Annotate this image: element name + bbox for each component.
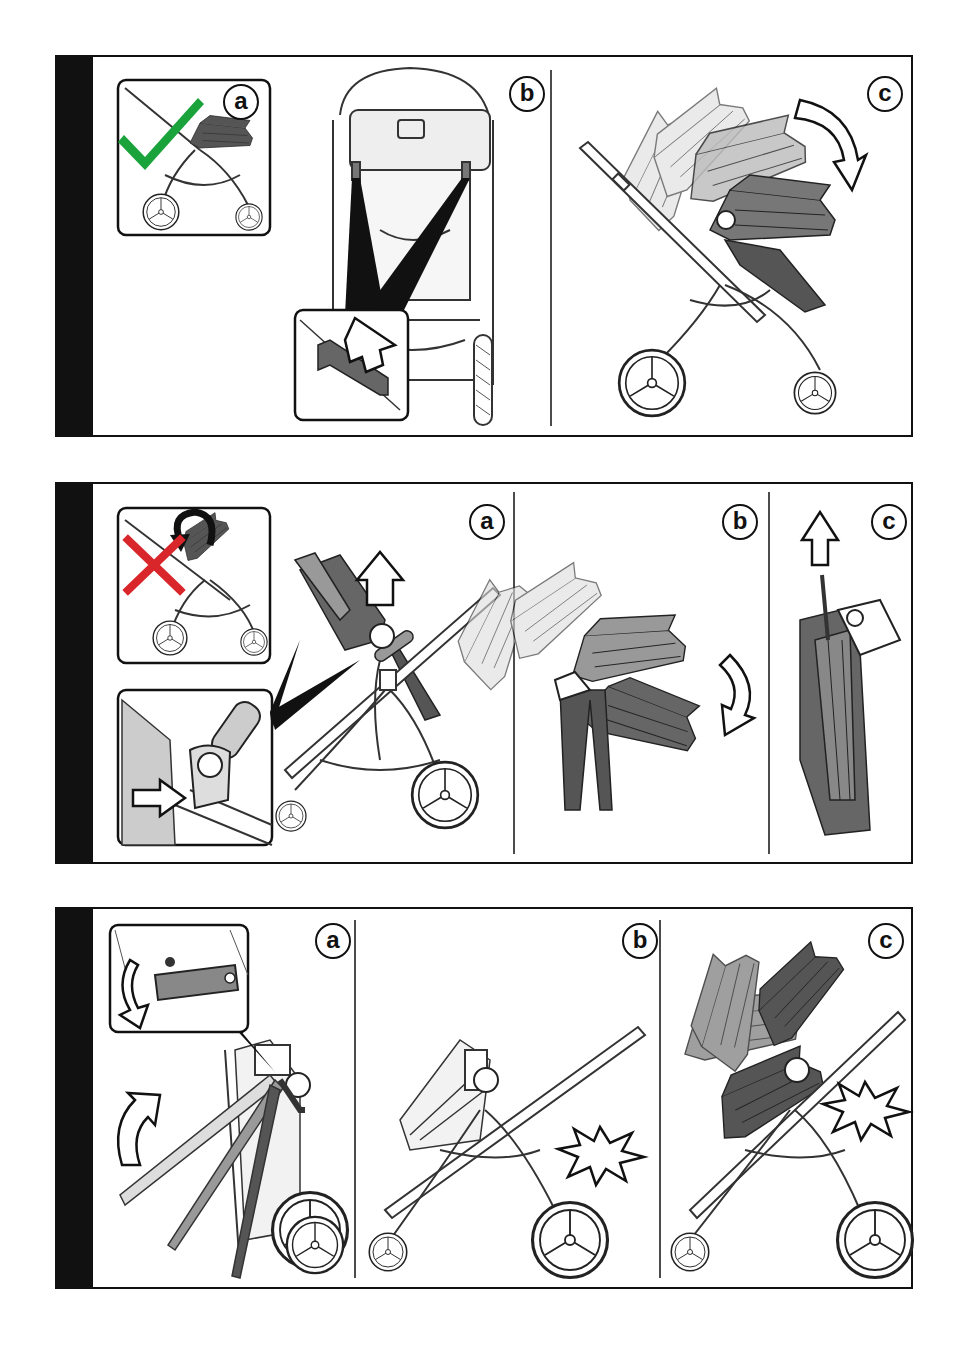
callout-letter: a — [480, 509, 493, 533]
callout-letter: a — [234, 89, 247, 113]
callout-circle: c — [868, 923, 904, 959]
callout-circle: a — [469, 504, 505, 540]
callout-circle: a — [223, 84, 259, 120]
callout-circle: b — [509, 76, 545, 112]
callout-letter: b — [520, 81, 535, 105]
callout-letter: b — [633, 928, 648, 952]
callout-letter: a — [326, 928, 339, 952]
callout-circle: b — [722, 504, 758, 540]
callout-letter: c — [878, 81, 891, 105]
callout-letter: c — [879, 928, 892, 952]
callout-letter: b — [733, 509, 748, 533]
callout-circle: c — [867, 76, 903, 112]
callout-circle: b — [622, 923, 658, 959]
callout-circle: a — [315, 923, 351, 959]
callout-circle: c — [871, 504, 907, 540]
callout-letter: c — [882, 509, 895, 533]
